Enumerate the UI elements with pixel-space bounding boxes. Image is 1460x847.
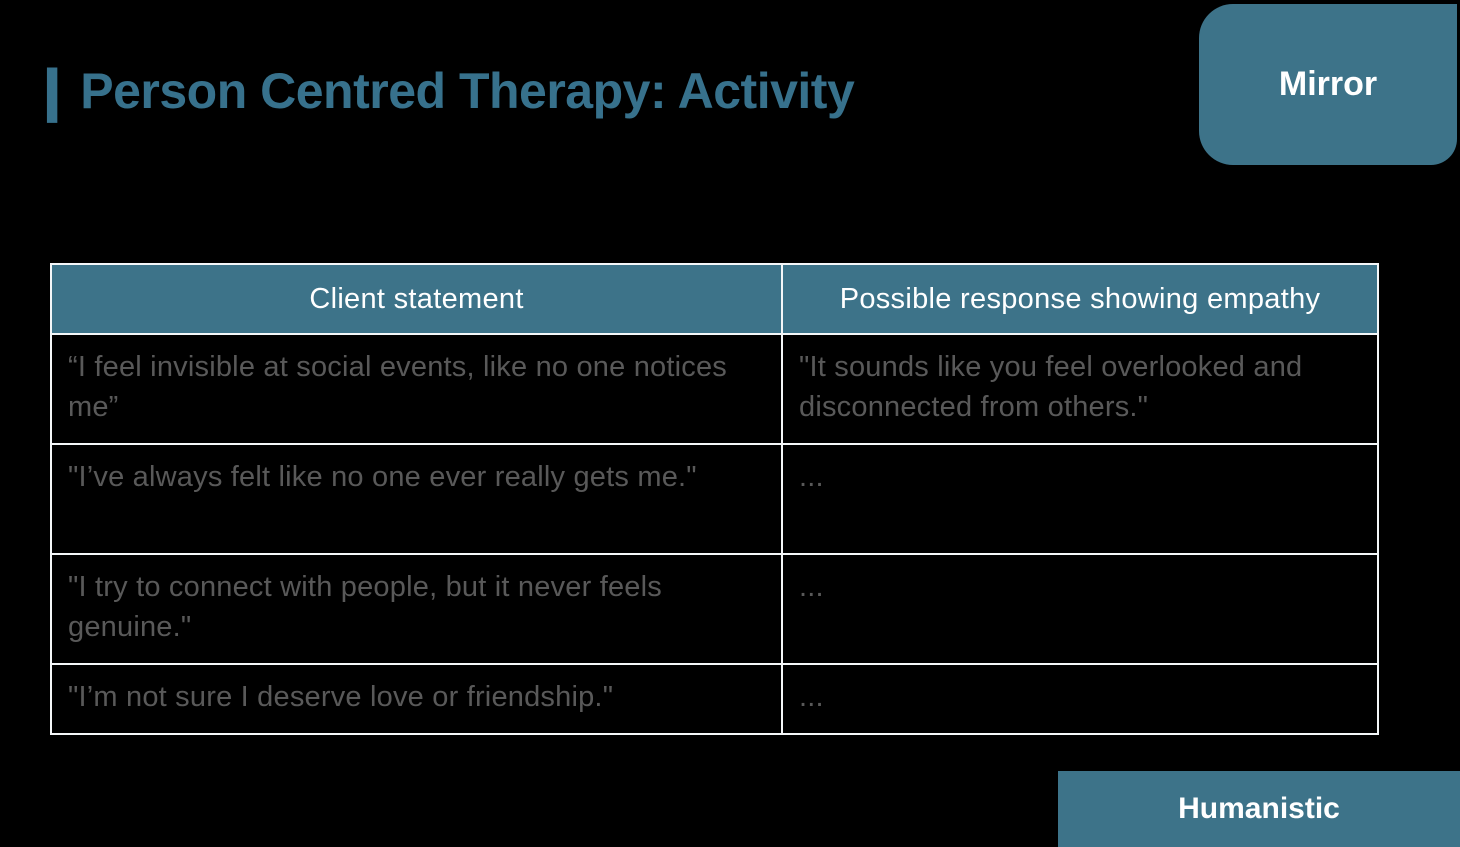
page-title: Person Centred Therapy: Activity: [80, 63, 855, 119]
mirror-badge-label: Mirror: [1278, 65, 1378, 103]
table-header-row: Client statement Possible response showi…: [50, 263, 1379, 335]
activity-table: Client statement Possible response showi…: [50, 263, 1379, 735]
table-row: "I try to connect with people, but it ne…: [50, 553, 1379, 665]
client-statement-cell: "I try to connect with people, but it ne…: [50, 553, 783, 665]
response-cell: ...: [781, 553, 1379, 665]
title-accent-bar: |: [40, 58, 64, 123]
table-row: "I’m not sure I deserve love or friendsh…: [50, 663, 1379, 735]
humanistic-badge-label: Humanistic: [1178, 792, 1340, 825]
column-header-possible-response: Possible response showing empathy: [781, 263, 1379, 335]
response-cell: "It sounds like you feel overlooked and …: [781, 333, 1379, 445]
mirror-badge: Mirror: [1199, 4, 1457, 165]
humanistic-badge: Humanistic: [1058, 771, 1460, 847]
client-statement-cell: “I feel invisible at social events, like…: [50, 333, 783, 445]
response-cell: ...: [781, 443, 1379, 555]
client-statement-cell: "I’ve always felt like no one ever reall…: [50, 443, 783, 555]
client-statement-cell: "I’m not sure I deserve love or friendsh…: [50, 663, 783, 735]
response-cell: ...: [781, 663, 1379, 735]
slide-header: | Person Centred Therapy: Activity: [40, 58, 855, 123]
table-row: “I feel invisible at social events, like…: [50, 333, 1379, 445]
table-row: "I’ve always felt like no one ever reall…: [50, 443, 1379, 555]
column-header-client-statement: Client statement: [50, 263, 783, 335]
